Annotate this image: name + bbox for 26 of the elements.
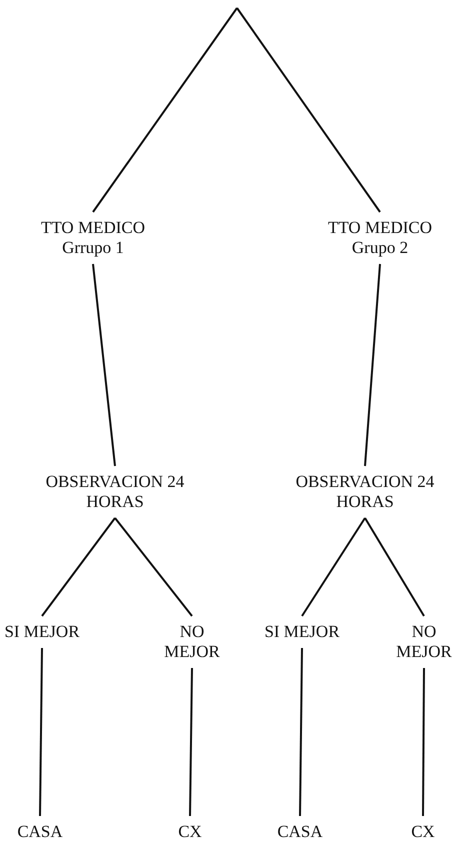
- connector-line: [189, 668, 193, 816]
- tree-label: CX: [403, 822, 443, 842]
- tree-label: CX: [170, 822, 210, 842]
- connector-line: [236, 7, 381, 213]
- tree-subheading: Grupo 2: [352, 238, 408, 258]
- connector-line: [301, 517, 366, 617]
- tree-label: CASA: [270, 822, 330, 842]
- connector-line: [92, 7, 238, 213]
- tree-label: NO MEJOR: [382, 622, 462, 662]
- connector-line: [364, 517, 425, 617]
- connector-line: [92, 264, 116, 466]
- connector-line: [41, 517, 116, 617]
- connector-line: [422, 668, 425, 816]
- tree-label: SI MEJOR: [0, 622, 84, 642]
- connector-line: [299, 648, 303, 816]
- tree-label: OBSERVACION 24 HORAS: [30, 472, 200, 512]
- tree-label: NO MEJOR: [150, 622, 234, 662]
- connector-line: [364, 264, 381, 466]
- tree-label: SI MEJOR: [260, 622, 344, 642]
- connector-line: [39, 648, 43, 816]
- tree-heading: TTO MEDICO: [328, 218, 432, 238]
- tree-label: OBSERVACION 24 HORAS: [280, 472, 450, 512]
- tree-label: CASA: [10, 822, 70, 842]
- tree-heading: TTO MEDICO: [40, 218, 146, 238]
- connector-line: [114, 517, 193, 617]
- tree-subheading: Grrupo 1: [62, 238, 124, 258]
